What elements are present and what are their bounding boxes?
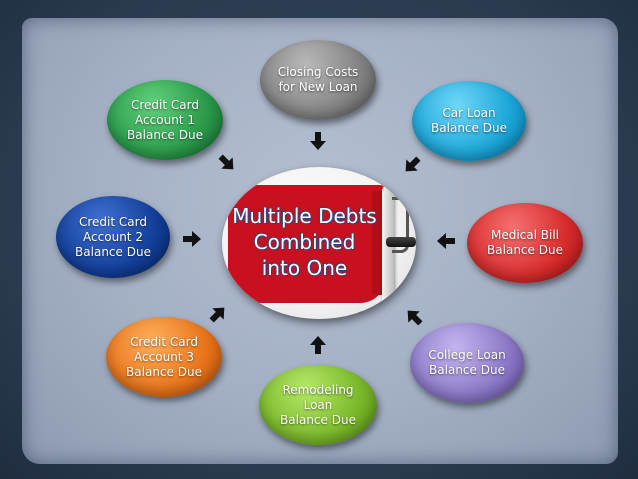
center-circle: Multiple Debts Combined into One bbox=[222, 167, 416, 319]
node-credit-card-2: Credit Card Account 2 Balance Due bbox=[56, 196, 170, 278]
arrow-up-left-icon bbox=[404, 307, 424, 327]
arrow-down-right-icon bbox=[217, 153, 237, 173]
node-college-loan: College Loan Balance Due bbox=[410, 323, 524, 403]
node-label: Car Loan Balance Due bbox=[431, 106, 507, 135]
node-closing-costs: Closing Costs for New Loan bbox=[260, 40, 376, 120]
node-label: Credit Card Account 3 Balance Due bbox=[126, 334, 202, 379]
node-label: Closing Costs for New Loan bbox=[277, 65, 359, 94]
roller-arm bbox=[392, 197, 409, 253]
node-medical-bill: Medical Bill Balance Due bbox=[467, 203, 583, 283]
node-remodeling-loan: Remodeling Loan Balance Due bbox=[259, 365, 377, 445]
arrow-up-right-icon bbox=[208, 304, 228, 324]
node-car-loan: Car Loan Balance Due bbox=[412, 81, 526, 161]
node-label: Remodeling Loan Balance Due bbox=[280, 382, 356, 427]
node-label: Credit Card Account 1 Balance Due bbox=[127, 97, 203, 142]
node-label: Credit Card Account 2 Balance Due bbox=[75, 214, 151, 259]
node-label: Medical Bill Balance Due bbox=[487, 228, 563, 257]
node-label: College Loan Balance Due bbox=[428, 348, 506, 377]
red-paint-stroke bbox=[228, 185, 386, 303]
arrow-left-icon bbox=[436, 231, 456, 251]
arrow-right-icon bbox=[182, 229, 202, 249]
arrow-down-left-icon bbox=[402, 155, 422, 175]
roller-handle bbox=[386, 237, 416, 247]
arrow-down-icon bbox=[308, 131, 328, 151]
center-title: Multiple Debts Combined into One bbox=[232, 204, 377, 280]
node-credit-card-1: Credit Card Account 1 Balance Due bbox=[107, 80, 223, 160]
node-credit-card-3: Credit Card Account 3 Balance Due bbox=[106, 317, 222, 397]
arrow-up-icon bbox=[308, 335, 328, 355]
